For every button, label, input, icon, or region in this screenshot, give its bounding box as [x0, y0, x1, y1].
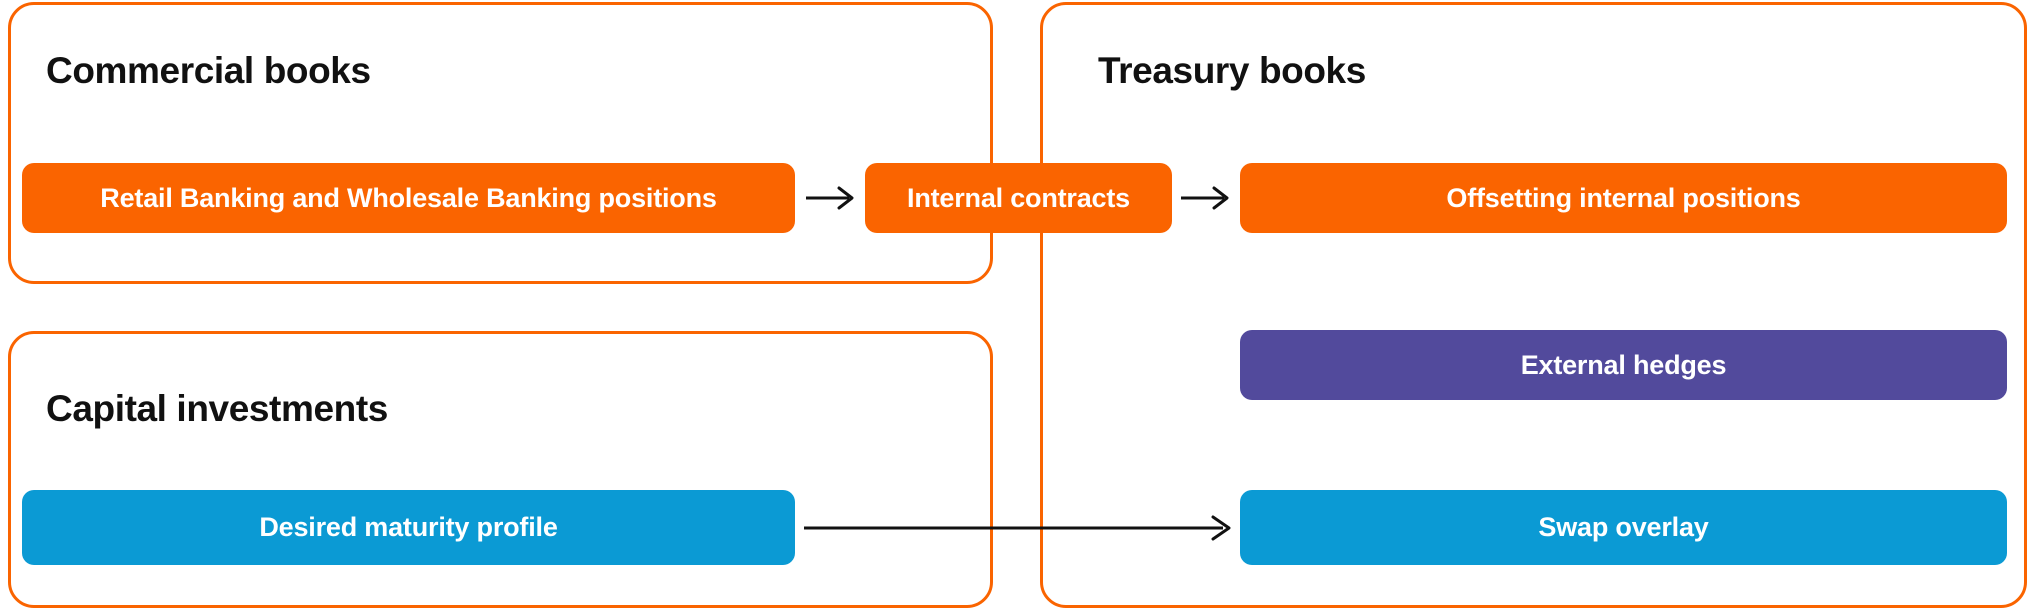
bar-external-hedges[interactable]: External hedges [1240, 330, 2007, 400]
panel-title-treasury-books: Treasury books [1098, 50, 1366, 91]
bar-internal-contracts[interactable]: Internal contracts [865, 163, 1172, 233]
panel-title-commercial-books: Commercial books [46, 50, 371, 91]
arrow-right-icon-maturity-profile-to-swap-overlay [803, 508, 1235, 548]
bar-desired-maturity-profile[interactable]: Desired maturity profile [22, 490, 795, 565]
panel-commercial-books [8, 2, 993, 284]
panel-title-capital-investments: Capital investments [46, 388, 388, 429]
bar-retail-wholesale-banking-positions[interactable]: Retail Banking and Wholesale Banking pos… [22, 163, 795, 233]
bar-offsetting-internal-positions[interactable]: Offsetting internal positions [1240, 163, 2007, 233]
panel-capital-investments [8, 331, 993, 608]
panel-treasury-books [1040, 2, 2027, 608]
arrow-right-icon-retail-to-internal-contracts [805, 178, 859, 218]
bar-swap-overlay[interactable]: Swap overlay [1240, 490, 2007, 565]
arrow-right-icon-internal-contracts-to-offsetting [1180, 178, 1234, 218]
